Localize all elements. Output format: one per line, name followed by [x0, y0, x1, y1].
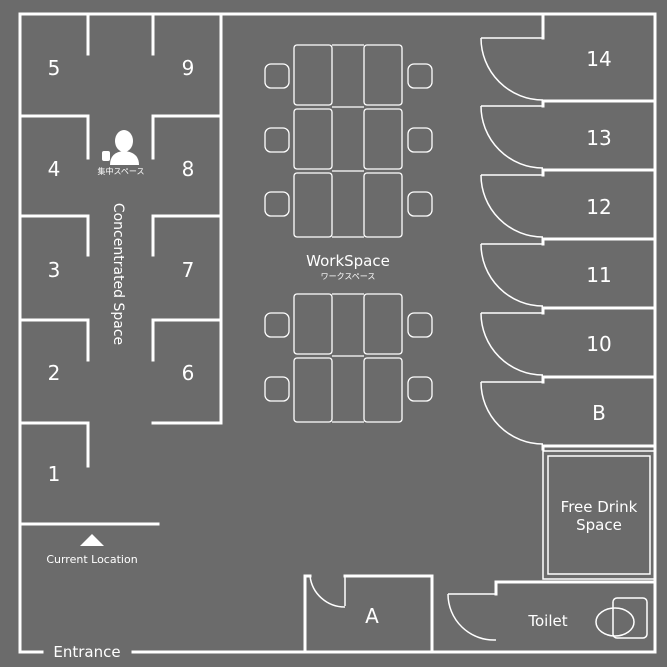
room-a-walls: [303, 574, 434, 654]
booth-7-label: 7: [182, 258, 195, 282]
workspace-table-bottom: [293, 293, 403, 423]
free-drink-label-line1: Free Drink: [561, 498, 638, 516]
booth-3-label: 3: [48, 258, 61, 282]
free-drink-label-line2: Space: [576, 516, 622, 534]
booth-8-label: 8: [182, 157, 195, 181]
door-swings: [480, 37, 544, 445]
concentrated-space-walls: [18, 12, 223, 526]
booth-4-label: 4: [48, 157, 61, 181]
room-11-label: 11: [586, 263, 611, 287]
meeting-room-walls: [541, 12, 657, 451]
concentrated-space-jp-label: 集中スペース: [97, 166, 144, 176]
room-14-label: 14: [586, 47, 611, 71]
person-silhouette-icon: [102, 130, 139, 165]
booth-5-label: 5: [48, 56, 61, 80]
workspace-label: WorkSpace: [306, 252, 390, 270]
booth-2-label: 2: [48, 361, 61, 385]
workspace-chairs-bottom: [264, 312, 433, 402]
triangle-up-icon: [80, 534, 104, 546]
toilet-walls: [447, 580, 657, 641]
workspace-table-top: [293, 44, 403, 238]
outer-walls: [18, 12, 657, 654]
free-drink-space: [542, 450, 656, 580]
room-10-label: 10: [586, 332, 611, 356]
room-a-label: A: [365, 604, 379, 628]
room-12-label: 12: [586, 195, 611, 219]
current-location-label: Current Location: [46, 553, 137, 566]
room-13-label: 13: [586, 126, 611, 150]
booth-1-label: 1: [48, 462, 61, 486]
toilet-icon: [595, 597, 648, 639]
workspace-chairs-top: [264, 63, 433, 217]
booth-6-label: 6: [182, 361, 195, 385]
entrance-label[interactable]: Entrance: [53, 643, 120, 661]
workspace-jp-label: ワークスペース: [321, 272, 376, 281]
booth-9-label: 9: [182, 56, 195, 80]
concentrated-space-label: Concentrated Space: [110, 203, 126, 345]
room-b-label: B: [592, 401, 606, 425]
toilet-label: Toilet: [527, 612, 567, 630]
